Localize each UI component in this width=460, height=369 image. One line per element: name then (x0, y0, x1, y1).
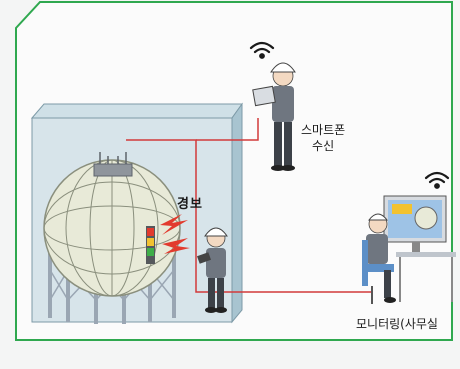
signal-lines (126, 118, 372, 293)
wifi-icon (424, 171, 450, 189)
wifi-icon (249, 41, 275, 59)
field-worker (196, 227, 228, 313)
smartphone-label-line1: 스마트폰 (301, 123, 346, 137)
smartphone-label: 스마트폰 수신 (301, 122, 345, 154)
alarm-label: 경보 (177, 197, 203, 212)
monitoring-label: 모니터링(사무실 (356, 317, 438, 331)
office-workstation (383, 195, 456, 302)
office-worker (362, 213, 396, 304)
smartphone-worker (252, 62, 296, 171)
alarm-bolt-icons (160, 214, 190, 254)
warning-lamp (146, 226, 155, 264)
smartphone-label-line2: 수신 (312, 139, 335, 153)
